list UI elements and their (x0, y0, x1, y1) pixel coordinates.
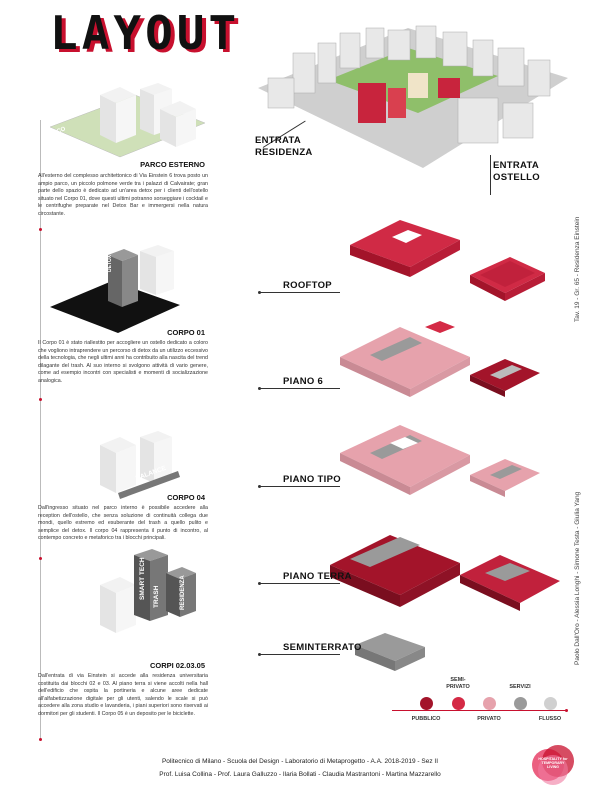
floor-leader-dot (258, 387, 261, 390)
floor-label-piano-terra: PIANO TERRA (283, 571, 352, 582)
legend-swatch-privato (483, 697, 496, 710)
floor-label-piano-tipo: PIANO TIPO (283, 474, 341, 485)
legend-label-flusso: FLUSSO (538, 716, 562, 722)
hospitality-logo: HOSPITALITY for TEMPORARY LIVING (532, 745, 574, 787)
footer-line-1: Politecnico di Milano - Scuola del Desig… (161, 758, 439, 765)
floor-leader (260, 292, 340, 293)
left-guide-line (40, 120, 41, 740)
footer-line-2: Prof. Luisa Collina - Prof. Laura Galluz… (159, 771, 441, 778)
left-illustrations (49, 83, 206, 633)
floor-leader (260, 486, 340, 487)
floor-leader-dot (258, 485, 261, 488)
callout-line-ostello (490, 155, 491, 195)
guide-dot (39, 398, 42, 401)
floor-leader-dot (258, 582, 261, 585)
floor-label-seminterrato: SEMINTERRATO (283, 642, 362, 653)
floor-plans (330, 220, 560, 671)
logo-text: HOSPITALITY for TEMPORARY LIVING (538, 757, 568, 770)
side-text-bottom: Paolo Dall'Oro - Alessia Longhi - Simone… (574, 491, 581, 665)
piano-terra-plan (330, 535, 560, 611)
corpo04-illustration (100, 431, 180, 499)
aerial-city-render (258, 25, 568, 168)
corpi020305-illustration (100, 549, 196, 633)
floor-label-piano6: PIANO 6 (283, 376, 324, 387)
floor-leader (260, 654, 340, 655)
section-title-parco: PARCO ESTERNO (140, 160, 205, 169)
legend-swatch-servizi (514, 697, 527, 710)
legend-swatch-semiprivato (452, 697, 465, 710)
legend-line (392, 710, 567, 711)
section-text-parco: All'esterno del complesso architettonico… (38, 173, 208, 217)
guide-dot (39, 228, 42, 231)
guide-dot (39, 738, 42, 741)
residenza-label: RESIDENZA (180, 575, 186, 610)
detox-hostel-label: DETOX HOSTEL (107, 233, 113, 272)
parco-esterno-illustration (49, 83, 206, 158)
legend-label-semiprivato: SEMI- PRIVATO (446, 677, 470, 690)
section-text-corpi020305: Dall'entrata di via Einstein si accede a… (38, 673, 208, 717)
trash-label: TRASH (153, 585, 160, 608)
section-text-corpo01: Il Corpo 01 è stato riallestito per acco… (38, 340, 208, 384)
seminterrato-plan (355, 633, 425, 671)
section-text-corpo04: Dall'ingresso situato nel parco interno … (38, 505, 208, 542)
rooftop-plan (350, 220, 545, 301)
floor-leader (260, 388, 340, 389)
floor-leader-dot (258, 653, 261, 656)
floor-leader (260, 583, 340, 584)
floor-leader-dot (258, 291, 261, 294)
legend-line-dot (565, 709, 568, 712)
legend-swatch-pubblico (420, 697, 433, 710)
legend-label-servizi: SERVIZI (509, 684, 531, 690)
legend-swatch-flusso (544, 697, 557, 710)
section-title-corpo01: CORPO 01 (167, 328, 205, 337)
section-title-corpo04: CORPO 04 (167, 493, 205, 502)
guide-dot (39, 557, 42, 560)
smart-tech-label: SMART TECH (139, 557, 146, 600)
legend-label-pubblico: PUBBLICO (411, 716, 441, 722)
piano-tipo-plan (340, 425, 540, 497)
page-title: LAYOUT LAYOUT (50, 6, 245, 63)
callout-entrata-ostello: ENTRATA OSTELLO (493, 160, 540, 183)
side-text-top: Tav. 19 - Gr. 65 - Residenza Einstein (574, 216, 581, 322)
legend-label-privato: PRIVATO (477, 716, 501, 722)
callout-entrata-residenza: ENTRATA RESIDENZA (255, 135, 313, 158)
corpo01-illustration (50, 245, 180, 333)
section-title-corpi020305: CORPI 02.03.05 (149, 661, 205, 670)
floor-label-rooftop: ROOFTOP (283, 280, 332, 291)
piano6-plan (340, 321, 540, 397)
